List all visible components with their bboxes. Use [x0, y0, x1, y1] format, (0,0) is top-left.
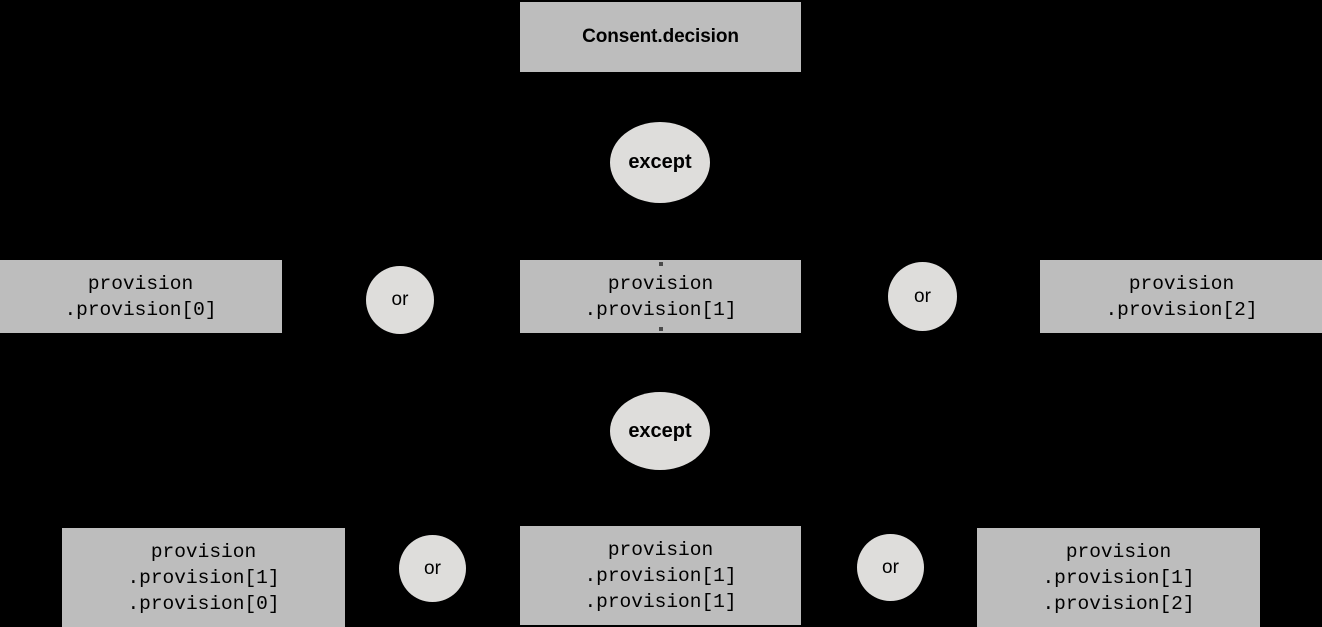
node-provision-1[interactable]: provision .provision[1]	[520, 260, 801, 333]
node-line-3: .provision[1]	[584, 590, 737, 613]
node-line-1: provision	[87, 272, 194, 295]
node-line-3: .provision[2]	[1042, 592, 1195, 615]
node-line-2: .provision[1]	[127, 566, 280, 589]
node-line-2: .provision[1]	[584, 298, 737, 321]
operator-label: except	[628, 419, 692, 442]
operator-or-bottom-right[interactable]: or	[857, 534, 924, 601]
node-label: Consent.decision	[582, 26, 739, 47]
node-provision-1-0[interactable]: provision .provision[1] .provision[0]	[62, 528, 345, 627]
operator-label: or	[424, 557, 441, 579]
node-provision-1-1[interactable]: provision .provision[1] .provision[1]	[520, 526, 801, 625]
operator-or-mid-right[interactable]: or	[888, 262, 957, 331]
node-provision-0[interactable]: provision .provision[0]	[0, 260, 282, 333]
node-line-2: .provision[1]	[1042, 566, 1195, 589]
operator-label: except	[628, 151, 692, 173]
node-line-1: provision	[1065, 540, 1172, 563]
node-provision-2[interactable]: provision .provision[2]	[1040, 260, 1322, 333]
operator-label: or	[914, 285, 931, 307]
operator-label: or	[882, 556, 899, 578]
node-line-1: provision	[150, 540, 257, 563]
operator-except-2[interactable]: except	[610, 392, 710, 470]
node-line-2: .provision[2]	[1105, 298, 1258, 321]
operator-or-bottom-left[interactable]: or	[399, 535, 466, 602]
operator-or-mid-left[interactable]: or	[366, 266, 434, 334]
node-line-2: .provision[1]	[584, 564, 737, 587]
node-line-1: provision	[607, 272, 714, 295]
operator-except-1[interactable]: except	[610, 122, 710, 203]
node-line-1: provision	[1128, 272, 1235, 295]
operator-label: or	[391, 289, 409, 310]
node-provision-1-2[interactable]: provision .provision[1] .provision[2]	[977, 528, 1260, 627]
node-line-1: provision	[607, 538, 714, 561]
connector-dot-bottom	[659, 327, 663, 331]
node-consent-decision[interactable]: Consent.decision	[520, 2, 801, 72]
node-line-3: .provision[0]	[127, 592, 280, 615]
node-line-2: .provision[0]	[64, 298, 217, 321]
connector-dot-top	[659, 262, 663, 266]
